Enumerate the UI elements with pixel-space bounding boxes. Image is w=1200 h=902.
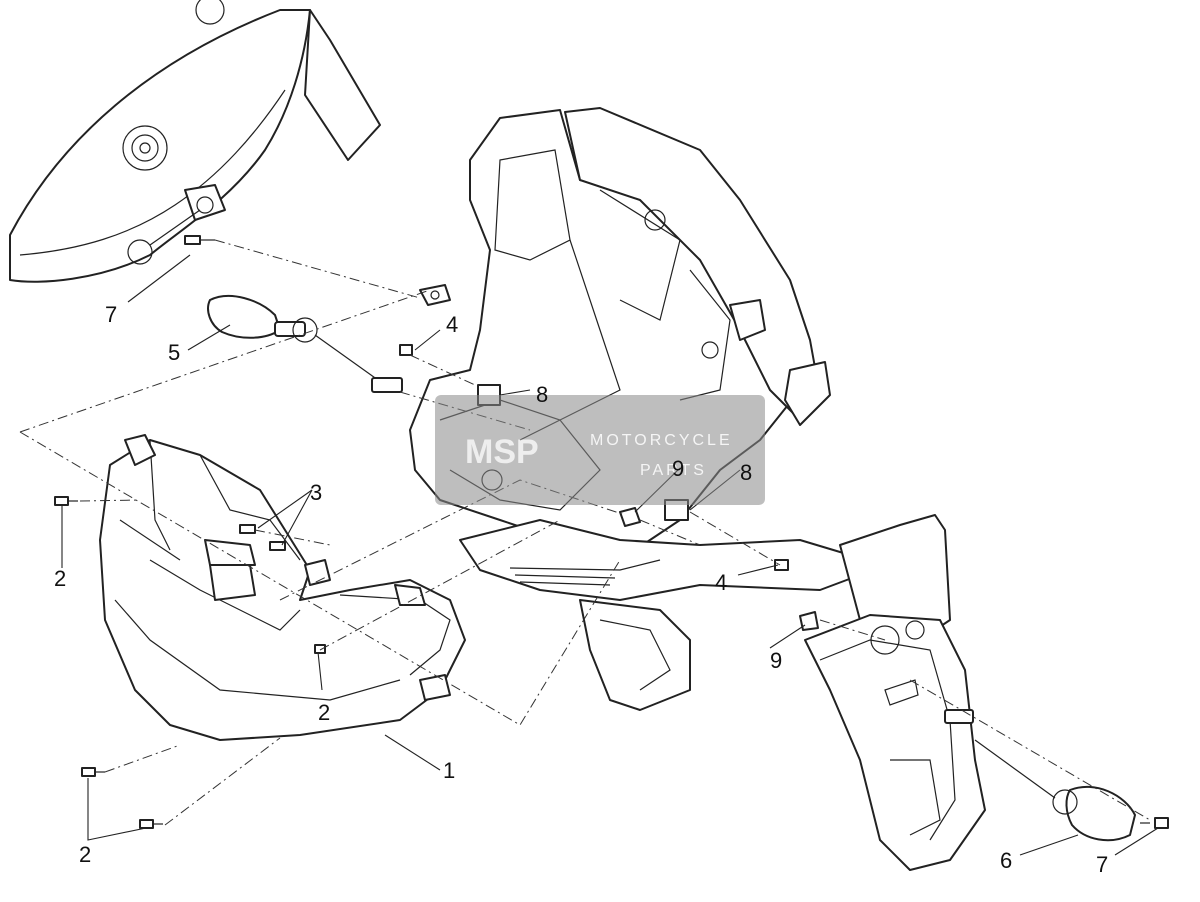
watermark-logo: MSP <box>465 433 539 471</box>
callout-7-right: 7 <box>1096 852 1108 877</box>
callout-7-left: 7 <box>105 302 117 327</box>
callout-4-lower: 4 <box>715 570 727 595</box>
watermark-line1: MOTORCYCLE <box>590 432 733 449</box>
callout-4-upper: 4 <box>446 312 458 337</box>
watermark-box <box>435 395 765 505</box>
upper-body-panel <box>9 0 381 283</box>
callout-labels: 1 2 2 2 3 4 4 5 6 7 7 8 8 9 9 <box>54 302 1108 877</box>
callout-6: 6 <box>1000 848 1012 873</box>
callout-8-upper: 8 <box>536 382 548 407</box>
lower-front-spoiler <box>459 519 861 711</box>
callout-8-lower: 8 <box>740 460 752 485</box>
left-turn-indicator <box>207 295 403 393</box>
callout-2-left-top: 2 <box>54 566 66 591</box>
callout-5: 5 <box>168 340 180 365</box>
callout-9-upper: 9 <box>672 456 684 481</box>
headlight-assembly <box>99 434 466 741</box>
callout-2-center: 2 <box>318 700 330 725</box>
callout-1: 1 <box>443 758 455 783</box>
right-deflector-bracket <box>804 514 986 871</box>
callout-9-lower: 9 <box>770 648 782 673</box>
watermark-line2: PARTS <box>640 462 707 479</box>
right-turn-indicator <box>944 709 1136 842</box>
watermark: MSP MOTORCYCLE PARTS <box>435 395 765 505</box>
callout-3: 3 <box>310 480 322 505</box>
callout-2-bottom: 2 <box>79 842 91 867</box>
